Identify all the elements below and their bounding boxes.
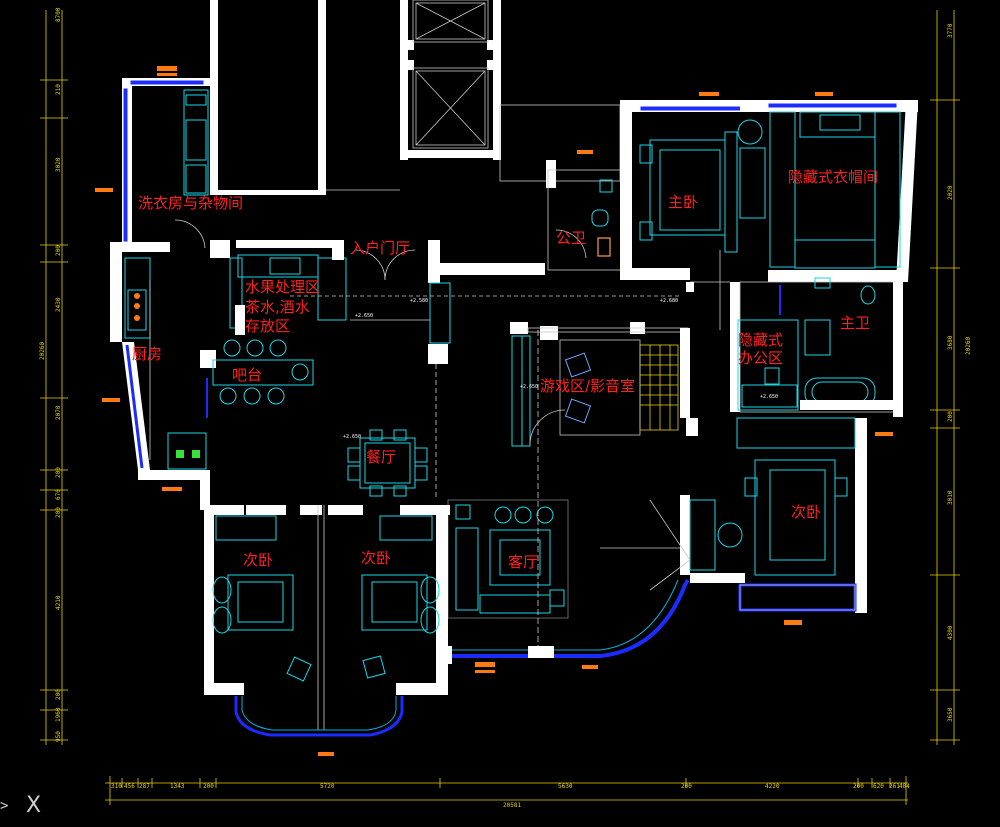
- dim-left-7: 670: [55, 489, 62, 500]
- dim-bottom-6: 5630: [558, 783, 573, 790]
- master-bedroom: [620, 100, 766, 280]
- dim-right-3: 200: [947, 411, 954, 422]
- dim-bottom-5: 5720: [320, 783, 335, 790]
- label-dining: 餐厅: [366, 448, 396, 466]
- hidden-closet: [740, 100, 918, 282]
- label-office-1: 隐藏式: [738, 331, 783, 349]
- dim-right-4: 3010: [947, 490, 954, 505]
- label-office-2: 办公区: [738, 349, 783, 367]
- label-fruit-zone-2: 茶水,酒水: [245, 298, 310, 316]
- label-entry-hall: 入户门厅: [350, 239, 410, 257]
- dim-right-0: 3770: [947, 23, 954, 38]
- label-game-room: 游戏区/影音室: [540, 377, 635, 395]
- label-laundry: 洗衣房与杂物间: [138, 194, 243, 212]
- dim-bottom-2: 287: [139, 783, 150, 790]
- label-bar: 吧台: [232, 366, 262, 384]
- label-public-bath: 公卫: [556, 229, 586, 247]
- label-second-bedroom-a: 次卧: [243, 551, 273, 569]
- bottom-bedrooms: [204, 505, 450, 737]
- label-living: 客厅: [508, 553, 538, 571]
- dim-right-6: 3650: [947, 707, 954, 722]
- dim-left-12: 950: [55, 731, 62, 742]
- dim-right-5: 4300: [947, 625, 954, 640]
- room-labels: 洗衣房与杂物间 主卧 隐藏式衣帽间 公卫 入户门厅 水果处理区 茶水,酒水 存放…: [132, 168, 878, 571]
- dim-left-2: 3020: [55, 157, 62, 172]
- dining-area: [347, 429, 428, 497]
- left-dimension-texts: 8700 210 3020 200 2430 2070 200 670 200 …: [39, 7, 62, 742]
- kitchen-room: [110, 242, 216, 510]
- dim-left-5: 2070: [55, 405, 62, 420]
- level-marker-0: +2.650: [355, 313, 373, 319]
- top-shaft-area: [210, 0, 621, 195]
- orange-tags: [95, 66, 893, 756]
- label-hidden-closet: 隐藏式衣帽间: [788, 168, 878, 186]
- dim-left-11: 1960: [55, 707, 62, 722]
- level-marker-4: +2.650: [760, 394, 778, 400]
- dim-left-10: 200: [55, 689, 62, 700]
- right-dimension-texts: 3770 2020 3680 200 3010 4300 3650 20260: [947, 23, 972, 722]
- entry-hall: [332, 240, 451, 500]
- label-fruit-zone-3: 存放区: [245, 317, 290, 335]
- dim-bottom-9: 200: [853, 783, 864, 790]
- dim-left-4: 2430: [55, 297, 62, 312]
- ucs-marker: > X: [0, 793, 41, 818]
- level-marker-2: +2.680: [660, 298, 678, 304]
- label-kitchen: 厨房: [132, 345, 162, 363]
- label-master-bedroom: 主卧: [668, 193, 698, 211]
- laundry-room: [110, 78, 212, 252]
- cross-marker: X: [26, 793, 41, 818]
- dim-bottom-11: 261: [889, 783, 900, 790]
- right-bedroom: [680, 417, 867, 613]
- dim-left-0: 8700: [55, 7, 62, 22]
- label-master-bath: 主卫: [840, 314, 870, 332]
- public-bath: [430, 160, 624, 275]
- level-marker-5: +2.650: [520, 384, 538, 390]
- dim-bottom-12: 404: [899, 783, 910, 790]
- arrow-marker: >: [0, 798, 8, 814]
- interior-lines: [290, 250, 730, 591]
- level-marker-1: +2.580: [410, 298, 428, 304]
- game-room: [510, 322, 690, 447]
- dim-right-2: 3680: [947, 335, 954, 350]
- label-second-bedroom-b: 次卧: [361, 549, 391, 567]
- label-second-bedroom-right: 次卧: [791, 503, 821, 521]
- hidden-office: [737, 319, 900, 411]
- dim-bottom-8: 4220: [765, 783, 780, 790]
- dim-bottom-1: 456: [124, 783, 135, 790]
- dim-left-9: 4210: [55, 595, 62, 610]
- dim-right-total: 20260: [965, 337, 972, 355]
- dim-left-8: 200: [55, 507, 62, 518]
- dim-bottom-total: 20581: [503, 802, 521, 809]
- dim-bottom-0: 310: [111, 783, 122, 790]
- level-markers: +2.650 +2.580 +2.680 +2.650 +2.650 +2.65…: [343, 298, 778, 440]
- bottom-dimension-texts: 310 456 287 1343 200 5720 5630 200 4220 …: [111, 783, 910, 809]
- dim-bottom-3: 1343: [170, 783, 185, 790]
- label-fruit-zone-1: 水果处理区: [245, 278, 320, 296]
- bar-zone: [210, 240, 347, 405]
- dim-left-total: 20260: [39, 342, 46, 360]
- dim-bottom-7: 200: [681, 783, 692, 790]
- dim-right-1: 2020: [947, 185, 954, 200]
- dim-left-6: 200: [55, 467, 62, 478]
- dim-bottom-10: 620: [873, 783, 884, 790]
- dim-bottom-4: 200: [203, 783, 214, 790]
- level-marker-3: +2.650: [343, 434, 361, 440]
- dim-left-3: 200: [55, 245, 62, 256]
- dimension-lines: [40, 10, 960, 805]
- dim-left-1: 210: [55, 84, 62, 95]
